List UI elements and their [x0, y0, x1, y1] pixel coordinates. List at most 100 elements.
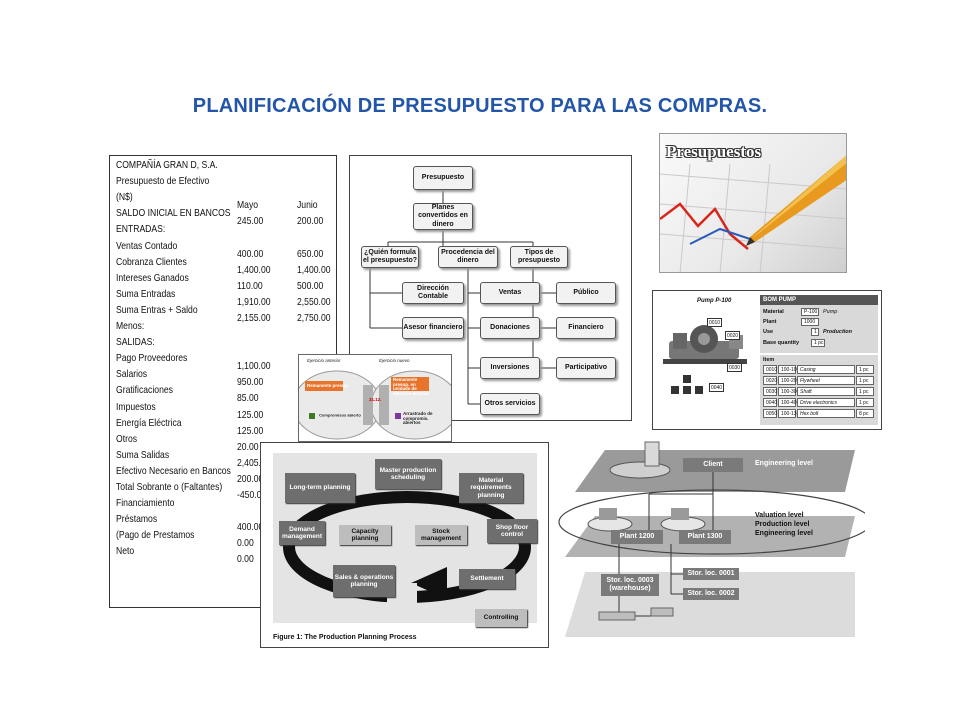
figure-caption: Figure 1: The Production Planning Proces…	[273, 634, 417, 641]
mayo-value: 2,405.0	[237, 457, 266, 469]
ppp-sop: Sales & operations planning	[333, 565, 395, 597]
budget-line: Suma Salidas	[116, 449, 170, 461]
ppp-settlement: Settlement	[459, 569, 515, 589]
budget-line: Suma Entras + Saldo	[116, 304, 198, 316]
bom-item-desc: Hex bolt	[797, 409, 855, 418]
level-client: Client	[683, 458, 743, 472]
junio-value: 2,750.00	[297, 312, 331, 324]
bom-field-value: 1	[811, 328, 819, 336]
bom-callout: 0020	[725, 331, 740, 340]
org-branch-quien: ¿Quién formula el presupuesto?	[361, 246, 419, 268]
budget-line: Suma Entradas	[116, 288, 176, 300]
mayo-value: 0.00	[237, 537, 254, 549]
bom-item-qty: 1 pc	[856, 376, 874, 385]
mayo-value: 245.00	[237, 215, 264, 227]
budget-line: ENTRADAS:	[116, 223, 166, 235]
org-node: Ventas	[480, 282, 540, 304]
level-label: Engineering level	[755, 460, 813, 467]
org-node: Donaciones	[480, 317, 540, 339]
ppp-capacity: Capacity planning	[339, 525, 391, 545]
org-node: Participativo	[556, 357, 616, 379]
budget-line: Cobranza Clientes	[116, 256, 187, 268]
mayo-value: 1,100.00	[237, 360, 271, 372]
junio-value: 500.00	[297, 280, 324, 292]
mayo-value: 1,400.00	[237, 264, 271, 276]
mayo-value: 0.00	[237, 553, 254, 565]
compare-date: 31.12.	[369, 397, 382, 402]
bom-item-qty: 8 pc	[856, 409, 874, 418]
budget-line: SALIDAS:	[116, 336, 155, 348]
bom-field-value: 1 pc	[811, 339, 825, 347]
bom-item-mat: 100-130	[778, 409, 799, 418]
budget-line: Total Sobrante o (Faltantes)	[116, 481, 223, 493]
bom-item-desc: Shaft	[797, 387, 855, 396]
budget-line: Intereses Ganados	[116, 272, 189, 284]
presupuestos-photo: Presupuestos	[659, 133, 847, 273]
budget-line: SALDO INICIAL EN BANCOS	[116, 207, 231, 219]
bom-callout: 0010	[707, 318, 722, 327]
budget-line: Ventas Contado	[116, 240, 178, 252]
pump-illustration	[663, 325, 747, 394]
budget-line: Energía Eléctrica	[116, 417, 182, 429]
bom-item-desc: Drive electronics	[797, 398, 855, 407]
mayo-value: 125.00	[237, 409, 264, 421]
budget-line: Salarios	[116, 368, 148, 380]
bom-field-label: Plant	[763, 319, 777, 325]
budget-line: Otros	[116, 433, 138, 445]
ppp-demand: Demand management	[279, 521, 325, 545]
junio-value: Junio	[297, 199, 318, 211]
enterprise-structure-diagram: Client Engineering level Valuation level…	[555, 432, 865, 637]
bom-field-label: Base quantity	[763, 340, 800, 346]
bom-caption: Pump P-100	[697, 298, 732, 304]
bom-field-label: Material	[763, 309, 784, 315]
bom-item-pos: 0030	[763, 387, 777, 396]
bom-item-mat: 100-100	[778, 365, 799, 374]
budget-line: COMPAÑÍA GRAN D, S.A.	[116, 159, 218, 171]
bom-callout: 0040	[709, 383, 724, 392]
chart-paper-graphic	[660, 155, 846, 272]
bom-header: BOM PUMP	[760, 295, 878, 305]
org-node: Dirección Contable	[402, 282, 464, 304]
org-node: Financiero	[556, 317, 616, 339]
bom-item-qty: 1 pc	[856, 365, 874, 374]
photo-title: Presupuestos	[666, 142, 762, 161]
budget-line: Presupuesto de Efectivo	[116, 175, 210, 187]
budget-line: Efectivo Necesario en Bancos	[116, 465, 231, 477]
mayo-value: -450.00	[237, 489, 267, 501]
compare-left-box: Remanente presup.	[307, 383, 349, 388]
budget-line: Impuestos	[116, 401, 156, 413]
bom-item-mat: 100-300	[778, 387, 799, 396]
org-node: Inversiones	[480, 357, 540, 379]
compare-left-box2: Compromisos abierto	[319, 413, 361, 418]
mayo-value: 85.00	[237, 392, 259, 404]
budget-line: Financiamiento	[116, 497, 175, 509]
mayo-value: 950.00	[237, 376, 264, 388]
mayo-value: 200.00	[237, 473, 264, 485]
bom-item-qty: 1 pc	[856, 387, 874, 396]
level-plant: Plant 1200	[611, 530, 663, 544]
org-level1: Planes convertidos en dinero	[413, 203, 473, 230]
compare-right-box2: Arrastrado de compromis. abiertos	[403, 411, 433, 425]
junio-value: 1,400.00	[297, 264, 331, 276]
ppp-mrp: Material requirements planning	[459, 473, 523, 503]
bom-item-mat: 100-200	[778, 376, 799, 385]
org-branch-tipos: Tipos de presupuesto	[510, 246, 568, 268]
compare-left-title: Ejercicio anterior	[307, 358, 341, 363]
mayo-value: 2,155.00	[237, 312, 271, 324]
production-planning-diagram: Long-term planning Master production sch…	[260, 442, 549, 648]
mayo-value: 400.00	[237, 248, 264, 260]
junio-value: 650.00	[297, 248, 324, 260]
bom-item-mat: 100-400	[778, 398, 799, 407]
mayo-value: 125.00	[237, 425, 264, 437]
budget-line: Préstamos	[116, 513, 158, 525]
level-storage: Stor. loc. 0003 (warehouse)	[601, 574, 659, 596]
bom-item-pos: 0040	[763, 398, 777, 407]
bom-item-pos: 0010	[763, 365, 777, 374]
budget-line: Gratificaciones	[116, 384, 173, 396]
bom-pump-panel: Pump P-100 0010 0020 0030 0040 BOM PUMP …	[652, 290, 882, 430]
org-root: Presupuesto	[413, 166, 473, 190]
carryover-graphic	[299, 370, 451, 440]
compare-right-title: Ejercicio nuevo	[379, 358, 410, 363]
bom-item-desc: Flywheel	[797, 376, 855, 385]
bom-field-extra: Pump	[823, 309, 838, 315]
